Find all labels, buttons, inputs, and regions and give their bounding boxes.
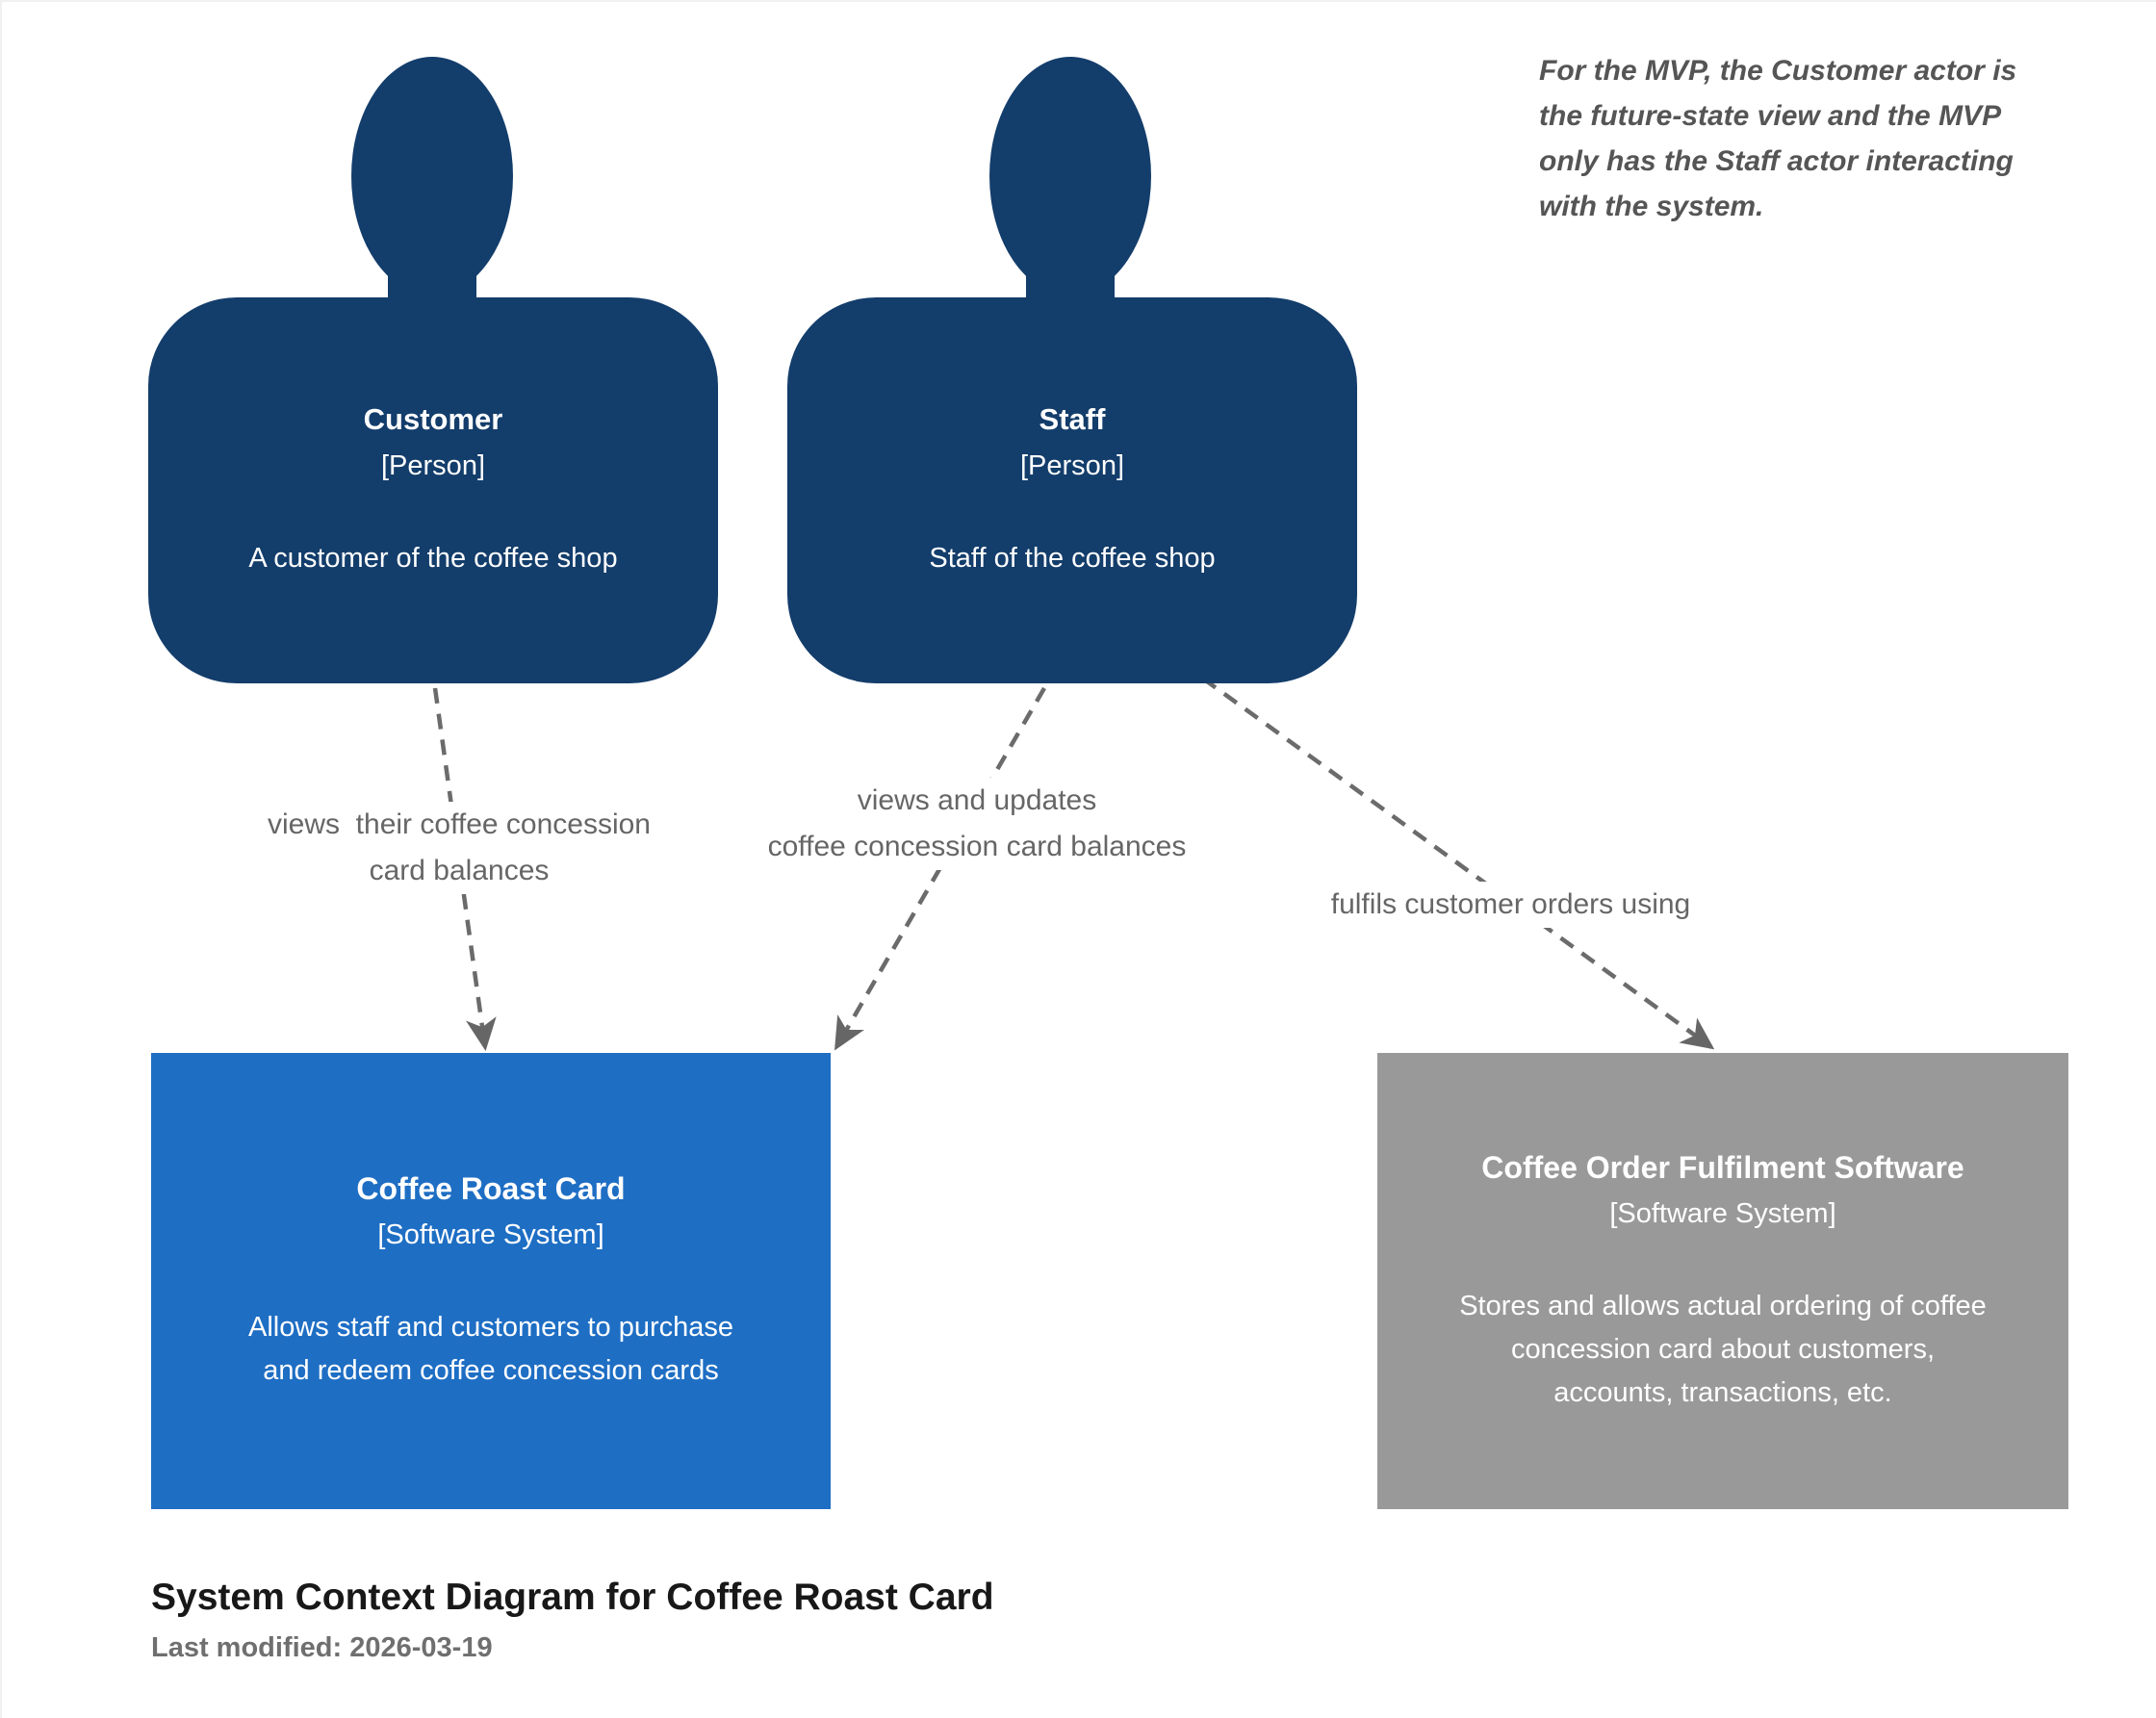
fulfilment-software-node[interactable]: Coffee Order Fulfilment Software [Softwa… bbox=[1377, 1053, 2068, 1509]
arrow-staff-to-coffee-roast-card bbox=[834, 686, 1046, 1051]
customer-description: A customer of the coffee shop bbox=[248, 543, 618, 574]
fulfilment-software-description: Stores and allows actual ordering of cof… bbox=[1459, 1290, 1987, 1408]
coffee-roast-card-node[interactable]: Coffee Roast Card [Software System] Allo… bbox=[151, 1053, 831, 1509]
staff-person-node[interactable]: Staff [Person] Staff of the coffee shop bbox=[787, 297, 1357, 683]
staff-meta: [Person] bbox=[1020, 450, 1124, 481]
staff-person-head bbox=[989, 57, 1151, 295]
arrow-staff-to-fulfilment-software bbox=[1201, 677, 1715, 1050]
coffee-roast-card-description: Allows staff and customers to purchase a… bbox=[248, 1312, 733, 1386]
arrow-customer-to-coffee-roast-card bbox=[432, 687, 497, 1051]
diagram-title: System Context Diagram for Coffee Roast … bbox=[151, 1577, 994, 1618]
coffee-roast-card-meta: [Software System] bbox=[377, 1219, 604, 1250]
fulfilment-software-meta: [Software System] bbox=[1609, 1197, 1836, 1229]
staff-name: Staff bbox=[1039, 402, 1106, 436]
last-modified-label: Last modified: 2026-03-19 bbox=[151, 1632, 493, 1663]
coffee-roast-card-name: Coffee Roast Card bbox=[356, 1171, 626, 1206]
customer-meta: [Person] bbox=[381, 450, 485, 481]
mvp-note: For the MVP, the Customer actor is the f… bbox=[1539, 55, 2017, 222]
staff-description: Staff of the coffee shop bbox=[929, 543, 1216, 574]
customer-person-node[interactable]: Customer [Person] A customer of the coff… bbox=[148, 297, 718, 683]
label-views-their-card-balances: views their coffee concession card balan… bbox=[166, 802, 753, 894]
label-views-and-updates-balances: views and updates coffee concession card… bbox=[688, 778, 1266, 870]
fulfilment-software-name: Coffee Order Fulfilment Software bbox=[1481, 1149, 1964, 1185]
label-fulfils-customer-orders: fulfils customer orders using bbox=[1248, 882, 1773, 928]
customer-person-head bbox=[351, 57, 513, 295]
customer-name: Customer bbox=[363, 402, 503, 436]
